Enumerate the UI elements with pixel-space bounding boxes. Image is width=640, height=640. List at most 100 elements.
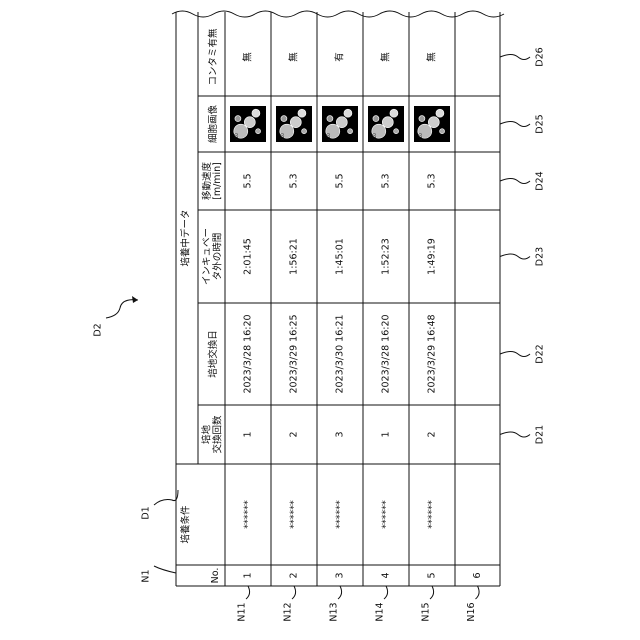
row-4-cell-image: x10 [368,106,404,142]
row-1-speed: 5.5 [243,173,254,188]
row-4-exchange-date: 2023/3/28 16:20 [381,314,392,393]
label-D21: D21 [535,425,546,444]
row-2-exchange-date: 2023/3/29 16:25 [289,314,300,393]
cell-mark [440,129,445,134]
row-5-out-time: 1:49:19 [427,238,438,275]
header-moving-speed-line-2: [m/min] [212,162,223,200]
label-N11: N11 [237,602,248,621]
row-1-exchange-count: 1 [243,431,254,437]
leader-N15 [430,586,434,599]
cell-mark [336,117,347,128]
row-5-exchange-count: 2 [427,431,438,437]
row-4-exchange-count: 1 [381,431,392,437]
header-incubator-out-time-line-1: インキュベー [202,228,213,285]
cell-mark [244,117,255,128]
cell-mark [382,117,393,128]
row-2-cell-image: x10 [276,106,312,142]
label-D2: D2 [93,323,104,336]
cell-mark [394,129,399,134]
row-1-out-time: 2:01:45 [243,238,254,275]
row-2-no: 2 [289,572,300,578]
label-N1: N1 [141,569,152,582]
cell-mark [252,109,260,117]
cell-mark [281,116,287,122]
label-D1: D1 [141,506,152,519]
header-no: No. [210,568,221,584]
leader-D24 [500,179,530,184]
label-N14: N14 [375,602,386,621]
header-contamination: コンタミ有無 [207,28,219,86]
row-1-exchange-date: 2023/3/28 16:20 [243,314,254,393]
label-N12: N12 [283,602,294,621]
row-5-no: 5 [427,572,438,578]
cell-mark [419,116,425,122]
leader-D21 [500,432,530,437]
row-3-speed: 5.5 [335,173,346,188]
row-2-out-time: 1:56:21 [289,238,300,275]
row-4-out-time: 1:52:23 [381,238,392,275]
image-caption: x10 [418,133,423,141]
label-D26: D26 [535,47,546,66]
row-4-speed: 5.3 [381,173,392,188]
row-2-exchange-count: 2 [289,431,300,437]
cell-mark [290,117,301,128]
header-exchange-date: 培地交換日 [207,330,219,378]
table-texts: No.培養条件培養中データ培地交換回数培地交換日インキュベータ外の時間移動速度[… [93,28,546,622]
cell-mark [256,129,261,134]
header-culture-condition: 培養条件 [180,505,192,544]
label-N15: N15 [421,602,432,621]
image-caption: x10 [234,133,239,141]
cell-mark [348,129,353,134]
row-1-cell-image: x10 [230,106,266,142]
row-5-exchange-date: 2023/3/29 16:48 [427,314,438,393]
row-5-cell-image: x10 [414,106,450,142]
table-grid [172,11,504,586]
header-incubator-out-time-line-2: タ外の時間 [212,233,224,281]
header-cell-image: 細胞画像 [207,105,219,144]
image-caption: x10 [280,133,285,141]
cell-mark [428,117,439,128]
row-1-no: 1 [243,572,254,578]
label-D24: D24 [535,171,546,190]
label-D22: D22 [535,344,546,363]
row-4-no: 4 [381,572,392,578]
header-exchange-count-line-2: 交換回数 [212,415,224,454]
row-1-contamination: 無 [242,52,254,62]
label-D23: D23 [535,247,546,266]
cell-mark [373,116,379,122]
cell-mark [235,116,241,122]
row-6-no: 6 [472,572,483,578]
leader-N14 [384,586,388,599]
row-3-exchange-count: 3 [335,431,346,437]
row-3-cell-image: x10 [322,106,358,142]
row-5-contamination: 無 [426,52,438,62]
header-exchange-count-line-1: 培地 [201,425,213,445]
leader-N11 [246,586,250,599]
label-D25: D25 [535,114,546,133]
cell-mark [302,129,307,134]
header-during-culture: 培養中データ [180,209,192,266]
row-2-speed: 5.3 [289,173,300,188]
row-3-no: 3 [335,572,346,578]
row-4-contamination: 無 [380,52,392,62]
row-2-condition: ****** [289,500,300,529]
reference-labels [106,55,530,600]
cell-mark [344,109,352,117]
cell-images: x10 x10 x10 x10 x10 [230,106,450,142]
row-4-condition: ****** [381,500,392,529]
table-break-line [172,11,504,17]
leader-D25 [500,122,530,127]
row-5-condition: ****** [427,500,438,529]
leader-D23 [500,254,530,259]
leader-N13 [338,586,342,599]
row-3-out-time: 1:45:01 [335,238,346,275]
cell-mark [436,109,444,117]
row-5-speed: 5.3 [427,173,438,188]
cell-mark [327,116,333,122]
label-N13: N13 [329,602,340,621]
leader-N16 [476,586,480,599]
leader-N12 [292,586,296,599]
row-3-exchange-date: 2023/3/30 16:21 [335,314,346,393]
cell-mark [390,109,398,117]
